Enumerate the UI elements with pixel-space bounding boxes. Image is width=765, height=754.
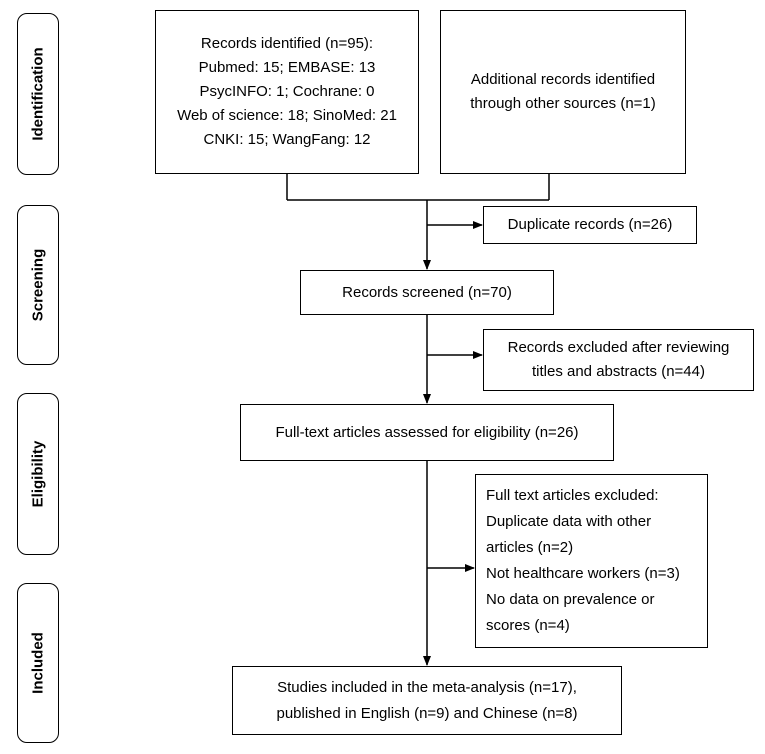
stage-identification: Identification [17,13,59,175]
studies-included-line: published in English (n=9) and Chinese (… [276,704,578,722]
full-text-excluded-line: scores (n=4) [486,617,570,634]
full-text-excluded-line: No data on prevalence or [486,591,655,608]
duplicate-records-line: Duplicate records (n=26) [507,216,673,233]
stage-included: Included [17,583,59,743]
records-identified-line: Records identified (n=95): [200,35,374,52]
records-excluded-line: titles and abstracts (n=44) [531,363,705,380]
records-identified-line: Web of science: 18; SinoMed: 21 [177,107,397,124]
additional-records-box: Additional records identified through ot… [440,10,686,174]
full-text-excluded-line: Full text articles excluded: [486,487,659,504]
full-text-excluded-line: Not healthcare workers (n=3) [486,565,680,582]
full-text-excluded-line: articles (n=2) [486,539,574,556]
records-identified-line: Pubmed: 15; EMBASE: 13 [198,59,376,76]
full-text-excluded-line: Duplicate data with other [486,513,652,530]
full-text-assessed-box: Full-text articles assessed for eligibil… [240,404,614,461]
records-excluded-box: Records excluded after reviewing titles … [483,329,754,391]
records-screened-box: Records screened (n=70) [300,270,554,315]
records-screened-line: Records screened (n=70) [342,283,512,301]
studies-included-line: Studies included in the meta-analysis (n… [277,678,577,696]
additional-records-line: through other sources (n=1) [470,95,656,112]
full-text-excluded-box: Full text articles excluded: Duplicate d… [475,474,708,648]
additional-records-line: Additional records identified [470,71,656,88]
records-excluded-line: Records excluded after reviewing [507,339,730,356]
records-identified-line: CNKI: 15; WangFang: 12 [203,131,371,148]
studies-included-box: Studies included in the meta-analysis (n… [232,666,622,735]
stage-eligibility: Eligibility [17,393,59,555]
stage-screening: Screening [17,205,59,365]
full-text-assessed-line: Full-text articles assessed for eligibil… [275,423,579,441]
records-identified-box: Records identified (n=95): Pubmed: 15; E… [155,10,419,174]
records-identified-line: PsycINFO: 1; Cochrane: 0 [199,83,375,100]
duplicate-records-box: Duplicate records (n=26) [483,206,697,244]
